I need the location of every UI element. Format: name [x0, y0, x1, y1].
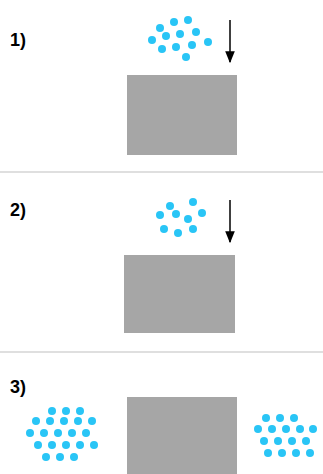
step-number: 2): [10, 201, 26, 219]
gray-block: [127, 397, 237, 474]
particle: [189, 198, 197, 206]
particle: [76, 407, 84, 415]
particle: [88, 417, 96, 425]
particle: [156, 24, 164, 32]
particle: [90, 441, 98, 449]
particle: [68, 429, 76, 437]
particle: [70, 453, 78, 461]
particle: [184, 16, 192, 24]
particle: [26, 429, 34, 437]
particle: [62, 441, 70, 449]
particle: [34, 441, 42, 449]
particle: [172, 210, 180, 218]
particle-cluster: [254, 414, 317, 457]
divider: [0, 352, 323, 353]
particle: [288, 437, 296, 445]
particle: [184, 215, 192, 223]
particle: [204, 38, 212, 46]
particle: [76, 441, 84, 449]
particle: [174, 229, 182, 237]
particle: [306, 449, 314, 457]
particle: [309, 425, 317, 433]
gray-block: [124, 255, 235, 333]
particle: [42, 453, 50, 461]
particle: [302, 437, 310, 445]
particle: [278, 449, 286, 457]
particle: [176, 30, 184, 38]
motion-arrow: [229, 20, 231, 62]
gray-block: [127, 75, 237, 155]
particle: [264, 449, 272, 457]
particle: [162, 32, 170, 40]
particle: [158, 45, 166, 53]
particle: [262, 414, 270, 422]
particle: [254, 425, 262, 433]
particle: [282, 425, 290, 433]
particle-cluster: [148, 16, 212, 61]
particle: [60, 417, 68, 425]
particle: [48, 441, 56, 449]
particle: [170, 18, 178, 26]
particle: [32, 417, 40, 425]
particle: [182, 53, 190, 61]
particle: [292, 449, 300, 457]
particle: [198, 209, 206, 217]
particle: [56, 453, 64, 461]
divider: [0, 172, 323, 173]
step-number: 3): [10, 378, 26, 396]
particle: [166, 202, 174, 210]
particle: [148, 36, 156, 44]
particle: [290, 414, 298, 422]
particle: [276, 414, 284, 422]
particle: [48, 407, 56, 415]
particle: [189, 225, 197, 233]
particle: [260, 437, 268, 445]
particle: [54, 429, 62, 437]
particle: [62, 407, 70, 415]
particle: [192, 28, 200, 36]
particle: [268, 425, 276, 433]
particle: [160, 225, 168, 233]
particle-cluster: [26, 407, 98, 461]
particle: [82, 429, 90, 437]
particle: [188, 41, 196, 49]
particle: [46, 417, 54, 425]
particle-cluster: [156, 198, 206, 237]
particle: [156, 211, 164, 219]
particle: [274, 437, 282, 445]
step-number: 1): [10, 31, 26, 49]
particle: [74, 417, 82, 425]
particle: [296, 425, 304, 433]
particle: [40, 429, 48, 437]
motion-arrow: [229, 200, 231, 242]
particle: [172, 43, 180, 51]
